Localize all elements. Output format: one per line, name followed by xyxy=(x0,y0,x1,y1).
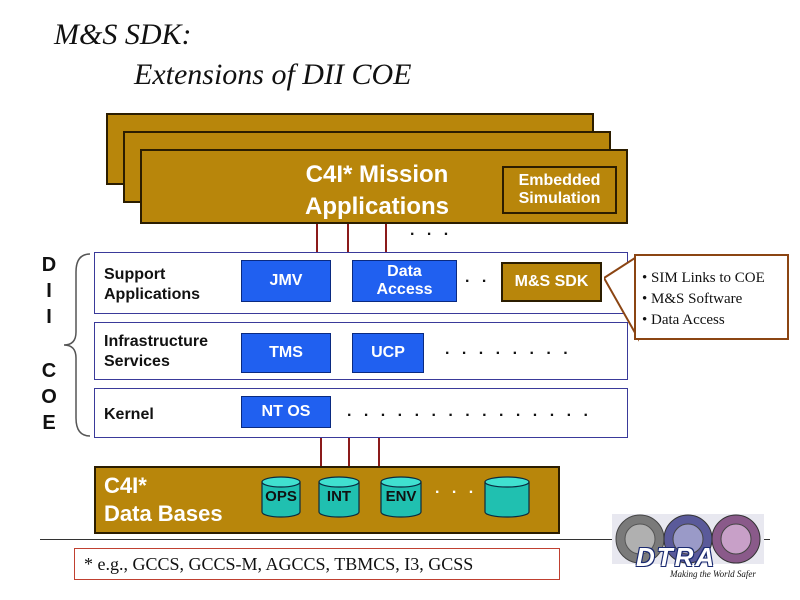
database-int-icon: INT xyxy=(318,476,360,518)
database-ops-label: OPS xyxy=(265,488,297,505)
dii-letter-d: D xyxy=(41,254,57,276)
kernel-layer: Kernel NT OS . . . . . . . . . . . . . .… xyxy=(94,388,628,438)
slide-title-line2: Extensions of DII COE xyxy=(134,58,412,91)
infrastructure-services-layer: Infrastructure Services TMS UCP . . . . … xyxy=(94,322,628,380)
callout-item: • M&S Software xyxy=(642,291,743,307)
connector-line xyxy=(347,224,349,252)
database-ops-icon: OPS xyxy=(261,476,301,518)
slide-title-line1: M&S SDK: xyxy=(54,18,192,51)
coe-letter-o: O xyxy=(41,386,57,408)
coe-letter-e: E xyxy=(42,412,56,434)
connector-line xyxy=(320,438,322,468)
connector-line xyxy=(316,224,318,252)
callout-item: • SIM Links to COE xyxy=(642,270,765,286)
dii-letter-i1: I xyxy=(46,280,52,302)
database-env-icon: ENV xyxy=(380,476,422,518)
infrastructure-dots: . . . . . . . . xyxy=(445,341,572,358)
mission-applications-label: C4I* Mission Applications xyxy=(304,161,449,220)
ms-sdk-box: M&S SDK xyxy=(501,262,602,302)
callout-box: • SIM Links to COE • M&S Software • Data… xyxy=(634,254,789,340)
connector-line xyxy=(385,224,387,252)
dtra-seals-icon xyxy=(612,514,764,564)
coe-letter-c: C xyxy=(41,360,57,382)
database-dots: . . . xyxy=(435,480,478,497)
kernel-dots: . . . . . . . . . . . . . . . xyxy=(347,403,592,420)
mission-dots: . . . xyxy=(410,222,453,239)
callout-item: • Data Access xyxy=(642,312,725,328)
dii-letter-i2: I xyxy=(46,306,52,328)
data-access-box: Data Access xyxy=(352,260,457,302)
data-bases-label: C4I* Data Bases xyxy=(104,473,223,526)
embedded-simulation-box: Embedded Simulation xyxy=(502,166,617,214)
database-int-label: INT xyxy=(326,488,352,505)
database-empty-icon xyxy=(484,476,530,518)
ucp-box: UCP xyxy=(352,333,424,373)
dtra-tagline: Making the World Safer xyxy=(670,569,756,579)
dii-coe-brace xyxy=(63,253,91,437)
connector-line xyxy=(348,438,350,468)
nt-os-box: NT OS xyxy=(241,396,331,428)
footer-divider xyxy=(40,539,770,540)
jmv-box: JMV xyxy=(241,260,331,302)
mission-applications-box: C4I* Mission Applications Embedded Simul… xyxy=(140,149,628,224)
connector-line xyxy=(378,438,380,468)
infrastructure-services-label: Infrastructure Services xyxy=(104,333,209,370)
support-applications-layer: Support Applications JMV Data Access . .… xyxy=(94,252,628,314)
kernel-label: Kernel xyxy=(104,406,154,423)
database-env-label: ENV xyxy=(385,488,417,505)
footnote-box: * e.g., GCCS, GCCS-M, AGCCS, TBMCS, I3, … xyxy=(74,548,560,580)
dtra-logo: DTRA Making the World Safer xyxy=(612,512,764,582)
support-applications-label: Support Applications xyxy=(104,266,201,303)
dtra-wordmark: DTRA xyxy=(636,542,717,572)
tms-box: TMS xyxy=(241,333,331,373)
footnote-text: * e.g., GCCS, GCCS-M, AGCCS, TBMCS, I3, … xyxy=(84,553,474,574)
support-dots: . . xyxy=(465,269,491,286)
